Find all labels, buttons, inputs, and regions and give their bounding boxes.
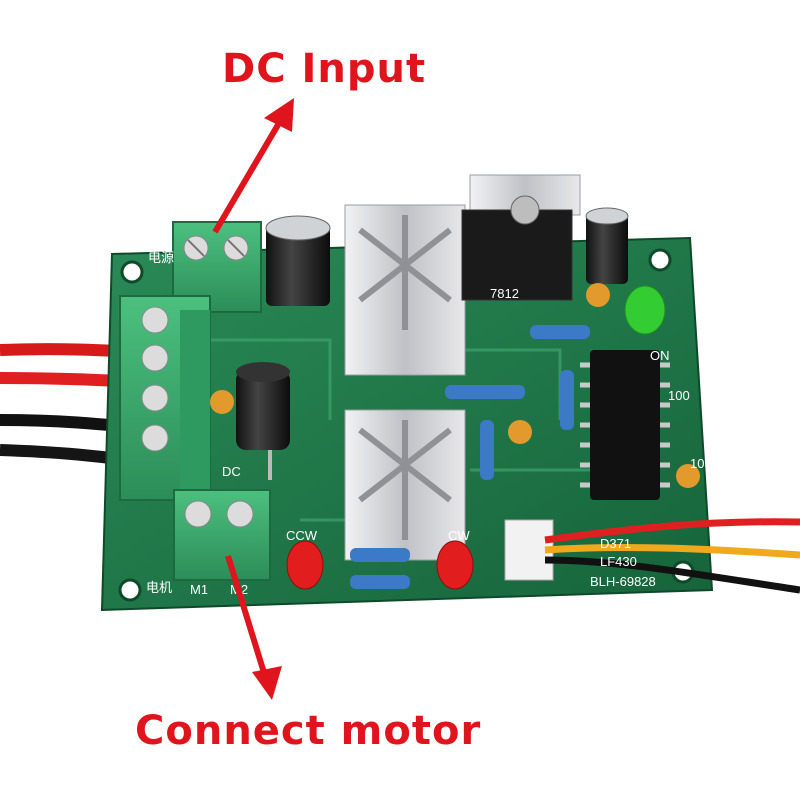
regulator-7812 [461, 174, 581, 301]
silk-motor: 电机 [146, 580, 172, 595]
arrow-to-motor [225, 555, 282, 700]
silk-power: 电源 [148, 250, 174, 265]
arrow-to-dc-input [212, 98, 294, 234]
motor-terminal [173, 489, 271, 581]
silk-on: ON [650, 348, 670, 363]
silk-100: 100 [668, 388, 690, 403]
right-wires [544, 518, 800, 594]
silk-ccw: CCW [286, 528, 318, 543]
silk-d371: D371 [600, 536, 631, 551]
led-red-ccw [286, 540, 324, 590]
capacitor-large [265, 215, 331, 306]
silk-part-no: BLH-69828 [590, 574, 656, 589]
inductor [236, 362, 290, 480]
resistors [350, 325, 590, 589]
heatsink-bottom [344, 409, 466, 561]
silk-dc: DC [222, 464, 241, 479]
led-red-cw [436, 540, 474, 590]
heatsink-top [344, 204, 466, 376]
led-green [624, 285, 666, 335]
ceramic-capacitors [210, 283, 700, 488]
connect-motor-callout: Connect motor [135, 708, 482, 754]
silk-103: 103 [690, 456, 712, 471]
silk-7812: 7812 [490, 286, 519, 301]
dc-input-callout: DC Input [222, 46, 427, 92]
ic-chip [580, 350, 670, 500]
silk-m1: M1 [190, 582, 208, 597]
silk-lf430: LF430 [600, 554, 637, 569]
power-terminal-block [119, 295, 211, 501]
silk-cw: CW [448, 528, 470, 543]
capacitor-small [585, 207, 629, 284]
